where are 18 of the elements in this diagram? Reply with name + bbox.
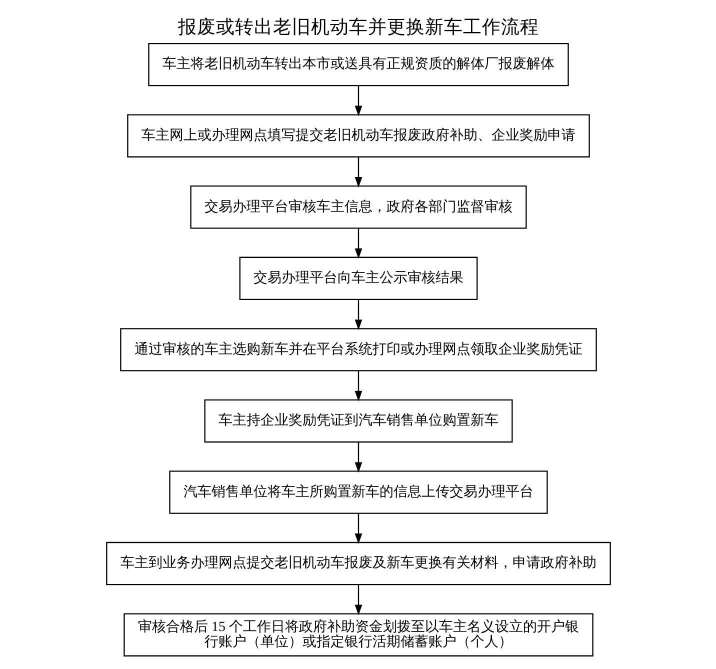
node-box: 交易办理平台审核车主信息，政府各部门监督审核 [190,186,526,229]
node-box: 车主网上或办理网点填写提交老旧机动车报废政府补助、企业奖励申请 [126,114,590,158]
node-box: 车主持企业奖励凭证到汽车销售单位购置新车 [204,399,512,443]
arrow [354,300,362,330]
arrow [354,370,362,402]
arrow [354,513,362,544]
node-box: 车主将老旧机动车转出本市或送具有正规资质的解体厂报废解体 [148,42,568,86]
arrow [354,228,362,259]
node-box: 车主到业务办理网点提交老旧机动车报废及新车更换有关材料，申请政府补助 [106,542,610,586]
node-box: 审核合格后 15 个工作日将政府补助资金划拨至以车主名义设立的开户银行账户（单位）或指定银行活期储蓄账户（个人） [123,613,593,656]
arrow [354,156,362,188]
node-box: 汽车销售单位将车主所购置新车的信息上传交易办理平台 [168,470,548,514]
arrow [354,584,362,616]
arrow [354,442,362,473]
diagram-title: 报废或转出老旧机动车并更换新车工作流程 [178,16,538,38]
node-box: 交易办理平台向车主公示审核结果 [238,256,478,300]
node-box: 通过审核的车主选购新车并在平台系统打印或办理网点领取企业奖励凭证 [120,328,596,372]
arrow [354,86,362,116]
